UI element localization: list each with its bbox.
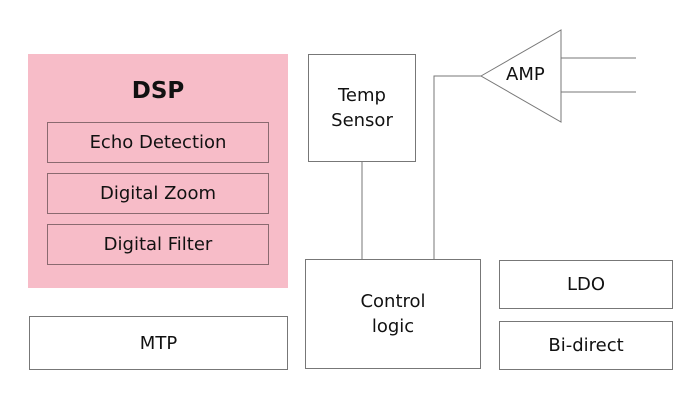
amp-triangle (479, 29, 562, 123)
bi-direct-block: Bi-direct (499, 321, 673, 370)
temp-sensor-block: Temp Sensor (308, 54, 416, 162)
digital-filter-block: Digital Filter (47, 224, 269, 265)
amp-label: AMP (506, 64, 545, 85)
control-to-amp-line (433, 75, 481, 259)
digital-zoom-block: Digital Zoom (47, 173, 269, 214)
dsp-block: DSP Echo Detection Digital Zoom Digital … (28, 54, 288, 288)
mtp-block: MTP (29, 316, 288, 370)
dsp-title: DSP (131, 78, 185, 104)
ldo-block: LDO (499, 260, 673, 309)
control-logic-block: Control logic (305, 259, 481, 369)
echo-detection-block: Echo Detection (47, 122, 269, 163)
